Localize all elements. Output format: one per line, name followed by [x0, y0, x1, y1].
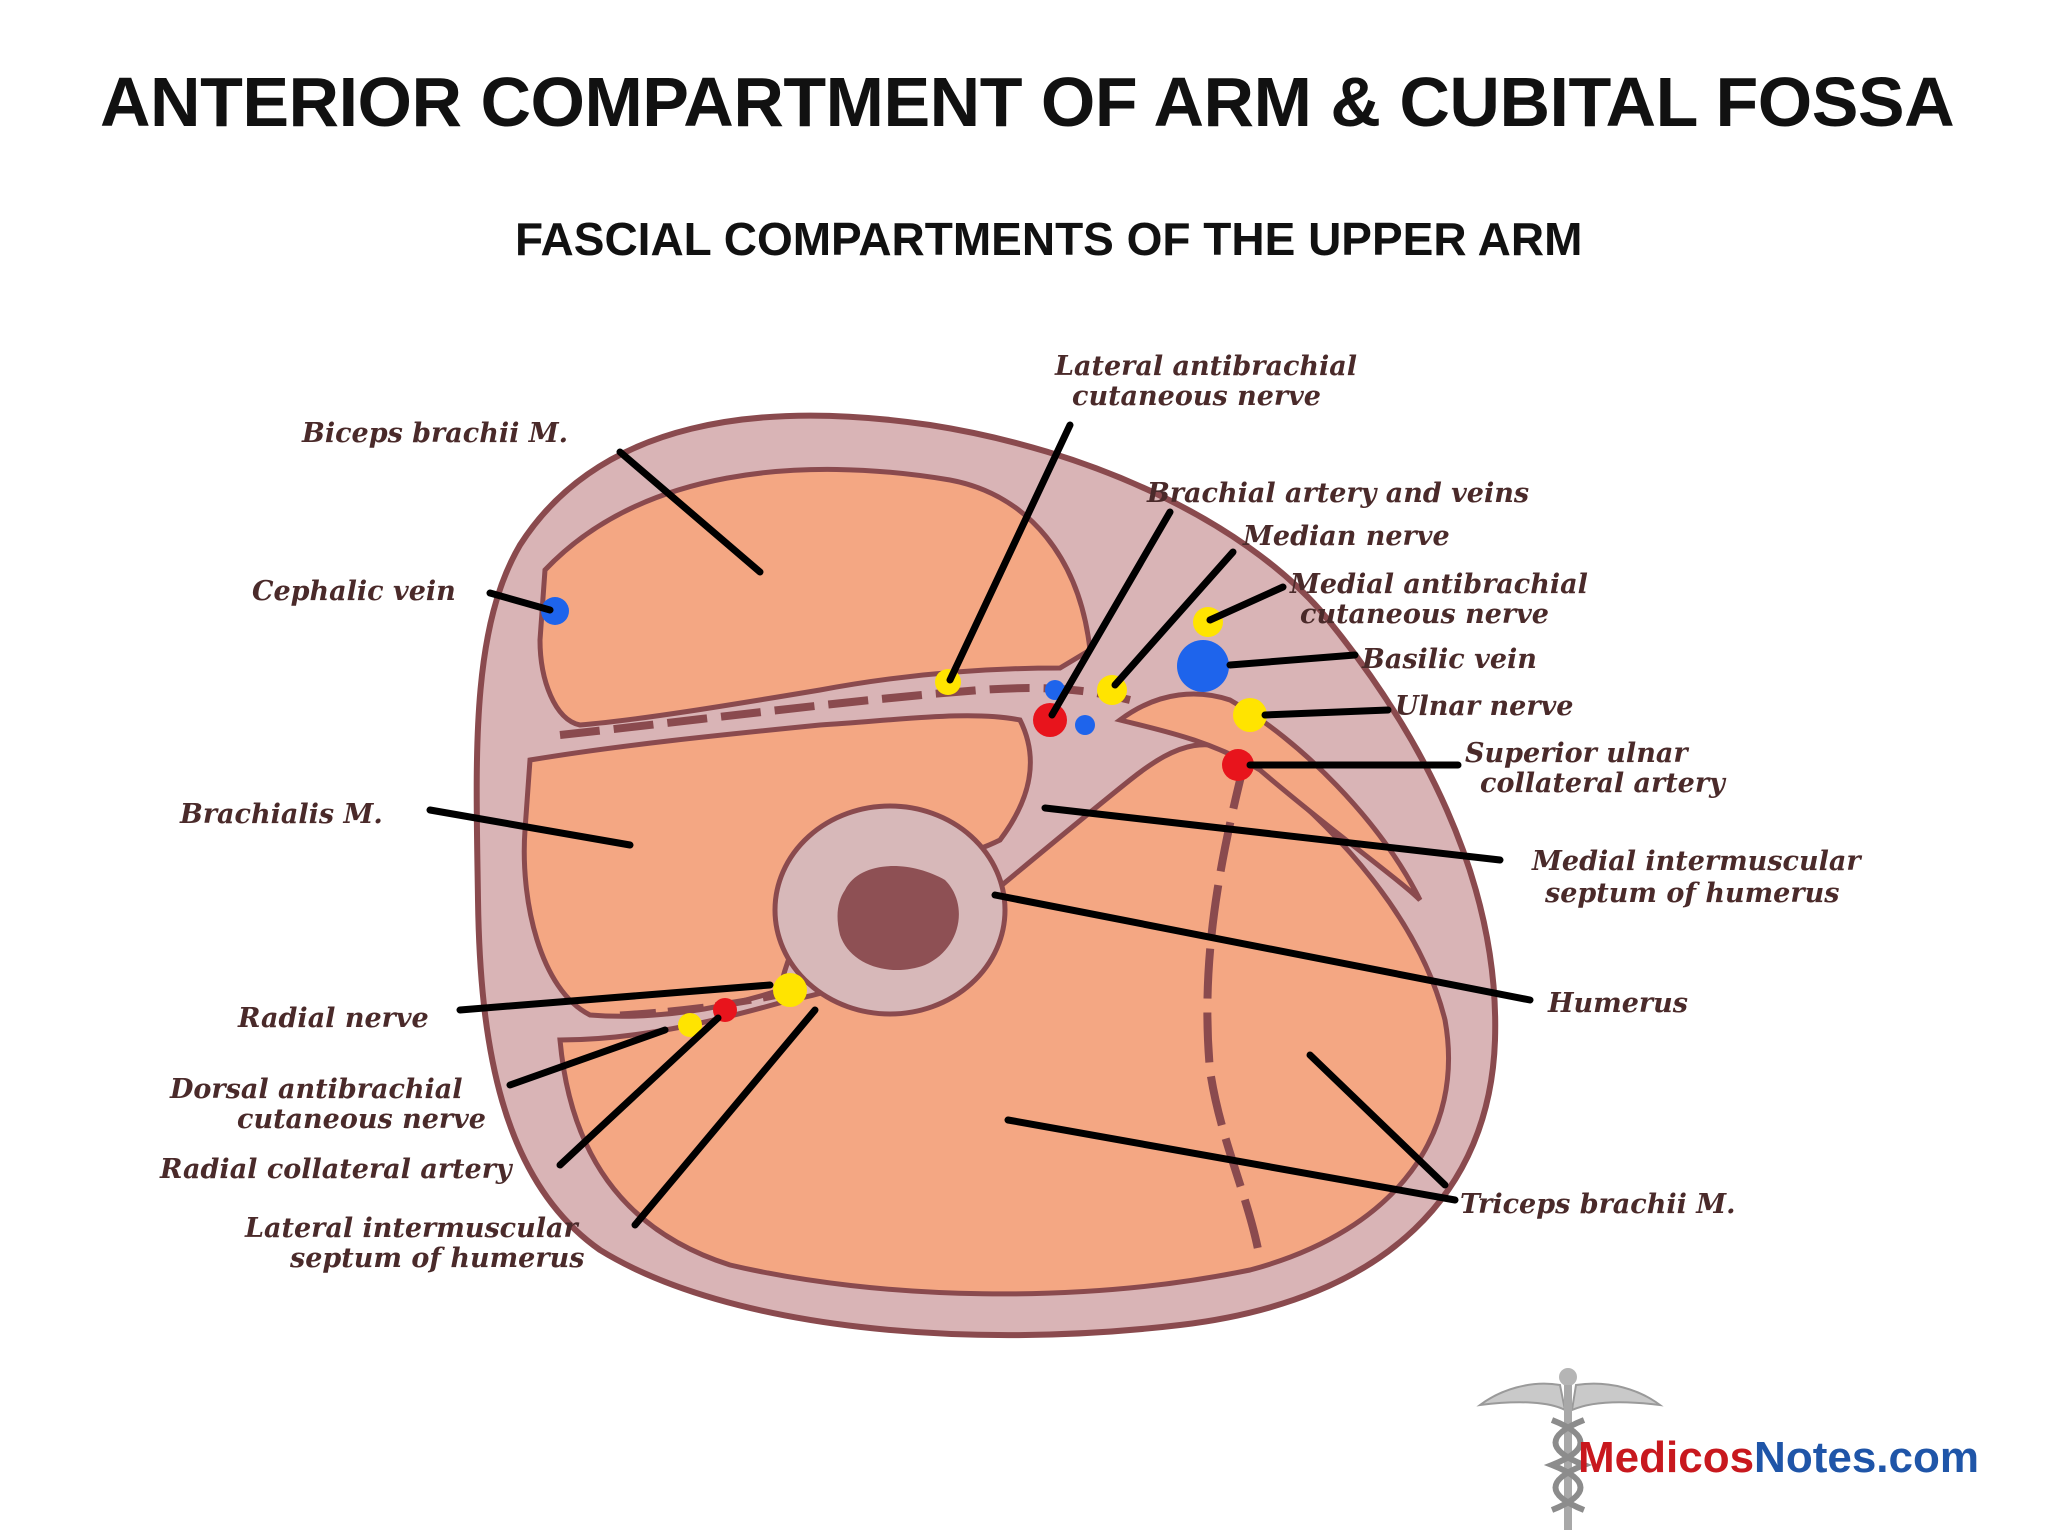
label-ulnar-nerve: Ulnar nerve: [1395, 691, 1573, 722]
label-lateral-septum-1: Lateral intermuscular: [244, 1213, 579, 1244]
label-medial-antibrachial-2: cutaneous nerve: [1300, 599, 1549, 630]
label-radial-nerve: Radial nerve: [237, 1003, 429, 1034]
biceps-muscle: [537, 466, 1093, 728]
label-medial-septum-2: septum of humerus: [1544, 878, 1839, 909]
label-biceps-brachii: Biceps brachii M.: [301, 418, 568, 449]
superior-ulnar-artery-dot: [1222, 749, 1254, 781]
basilic-vein-dot: [1177, 640, 1229, 692]
label-triceps-brachii: Triceps brachii M.: [1460, 1189, 1736, 1220]
label-lateral-septum-2: septum of humerus: [289, 1243, 584, 1274]
label-brachial-artery-veins: Brachial artery and veins: [1146, 478, 1529, 509]
label-dorsal-antibrachial-2: cutaneous nerve: [237, 1104, 486, 1135]
caduceus-logo-icon: [1476, 1368, 1664, 1530]
label-lateral-antibrachial-1: Lateral antibrachial: [1054, 351, 1357, 382]
septum-line-anterior: [559, 684, 1131, 739]
cephalic-vein-dot: [541, 597, 569, 625]
label-superior-ulnar-1: Superior ulnar: [1465, 738, 1689, 769]
label-medial-antibrachial-1: Medial antibrachial: [1289, 569, 1588, 600]
slide-title: ANTERIOR COMPARTMENT OF ARM & CUBITAL FO…: [100, 63, 1955, 141]
leader-lines: [426, 421, 1534, 1229]
ulnar-nerve-dot: [1233, 698, 1267, 732]
medial-compartment: [1114, 691, 1423, 902]
label-superior-ulnar-2: collateral artery: [1480, 768, 1727, 799]
logo-text: MedicosNotes.com: [1578, 1433, 1979, 1482]
label-dorsal-antibrachial-1: Dorsal antibrachial: [169, 1074, 463, 1105]
radial-nerve-dot: [773, 973, 807, 1007]
label-lateral-antibrachial-2: cutaneous nerve: [1072, 381, 1321, 412]
brachial-artery-dot: [1033, 703, 1067, 737]
humerus-marrow: [837, 866, 959, 971]
label-humerus: Humerus: [1547, 988, 1688, 1019]
dorsal-antibrachial-nerve-dot: [678, 1013, 702, 1037]
label-medial-septum-1: Medial intermuscular: [1531, 846, 1862, 877]
label-brachialis: Brachialis M.: [179, 799, 383, 830]
brachial-vein-dot-2: [1075, 715, 1095, 735]
label-cephalic-vein: Cephalic vein: [252, 576, 456, 607]
label-basilic-vein: Basilic vein: [1361, 644, 1537, 675]
logo-text-notes: Notes.com: [1754, 1433, 1979, 1482]
logo-text-medicos: Medicos: [1578, 1433, 1754, 1482]
label-radial-collateral-artery: Radial collateral artery: [159, 1154, 514, 1185]
septum-line-medial: [1203, 759, 1264, 1261]
label-median-nerve: Median nerve: [1242, 521, 1450, 552]
slide-subtitle: FASCIAL COMPARTMENTS OF THE UPPER ARM: [515, 213, 1583, 265]
